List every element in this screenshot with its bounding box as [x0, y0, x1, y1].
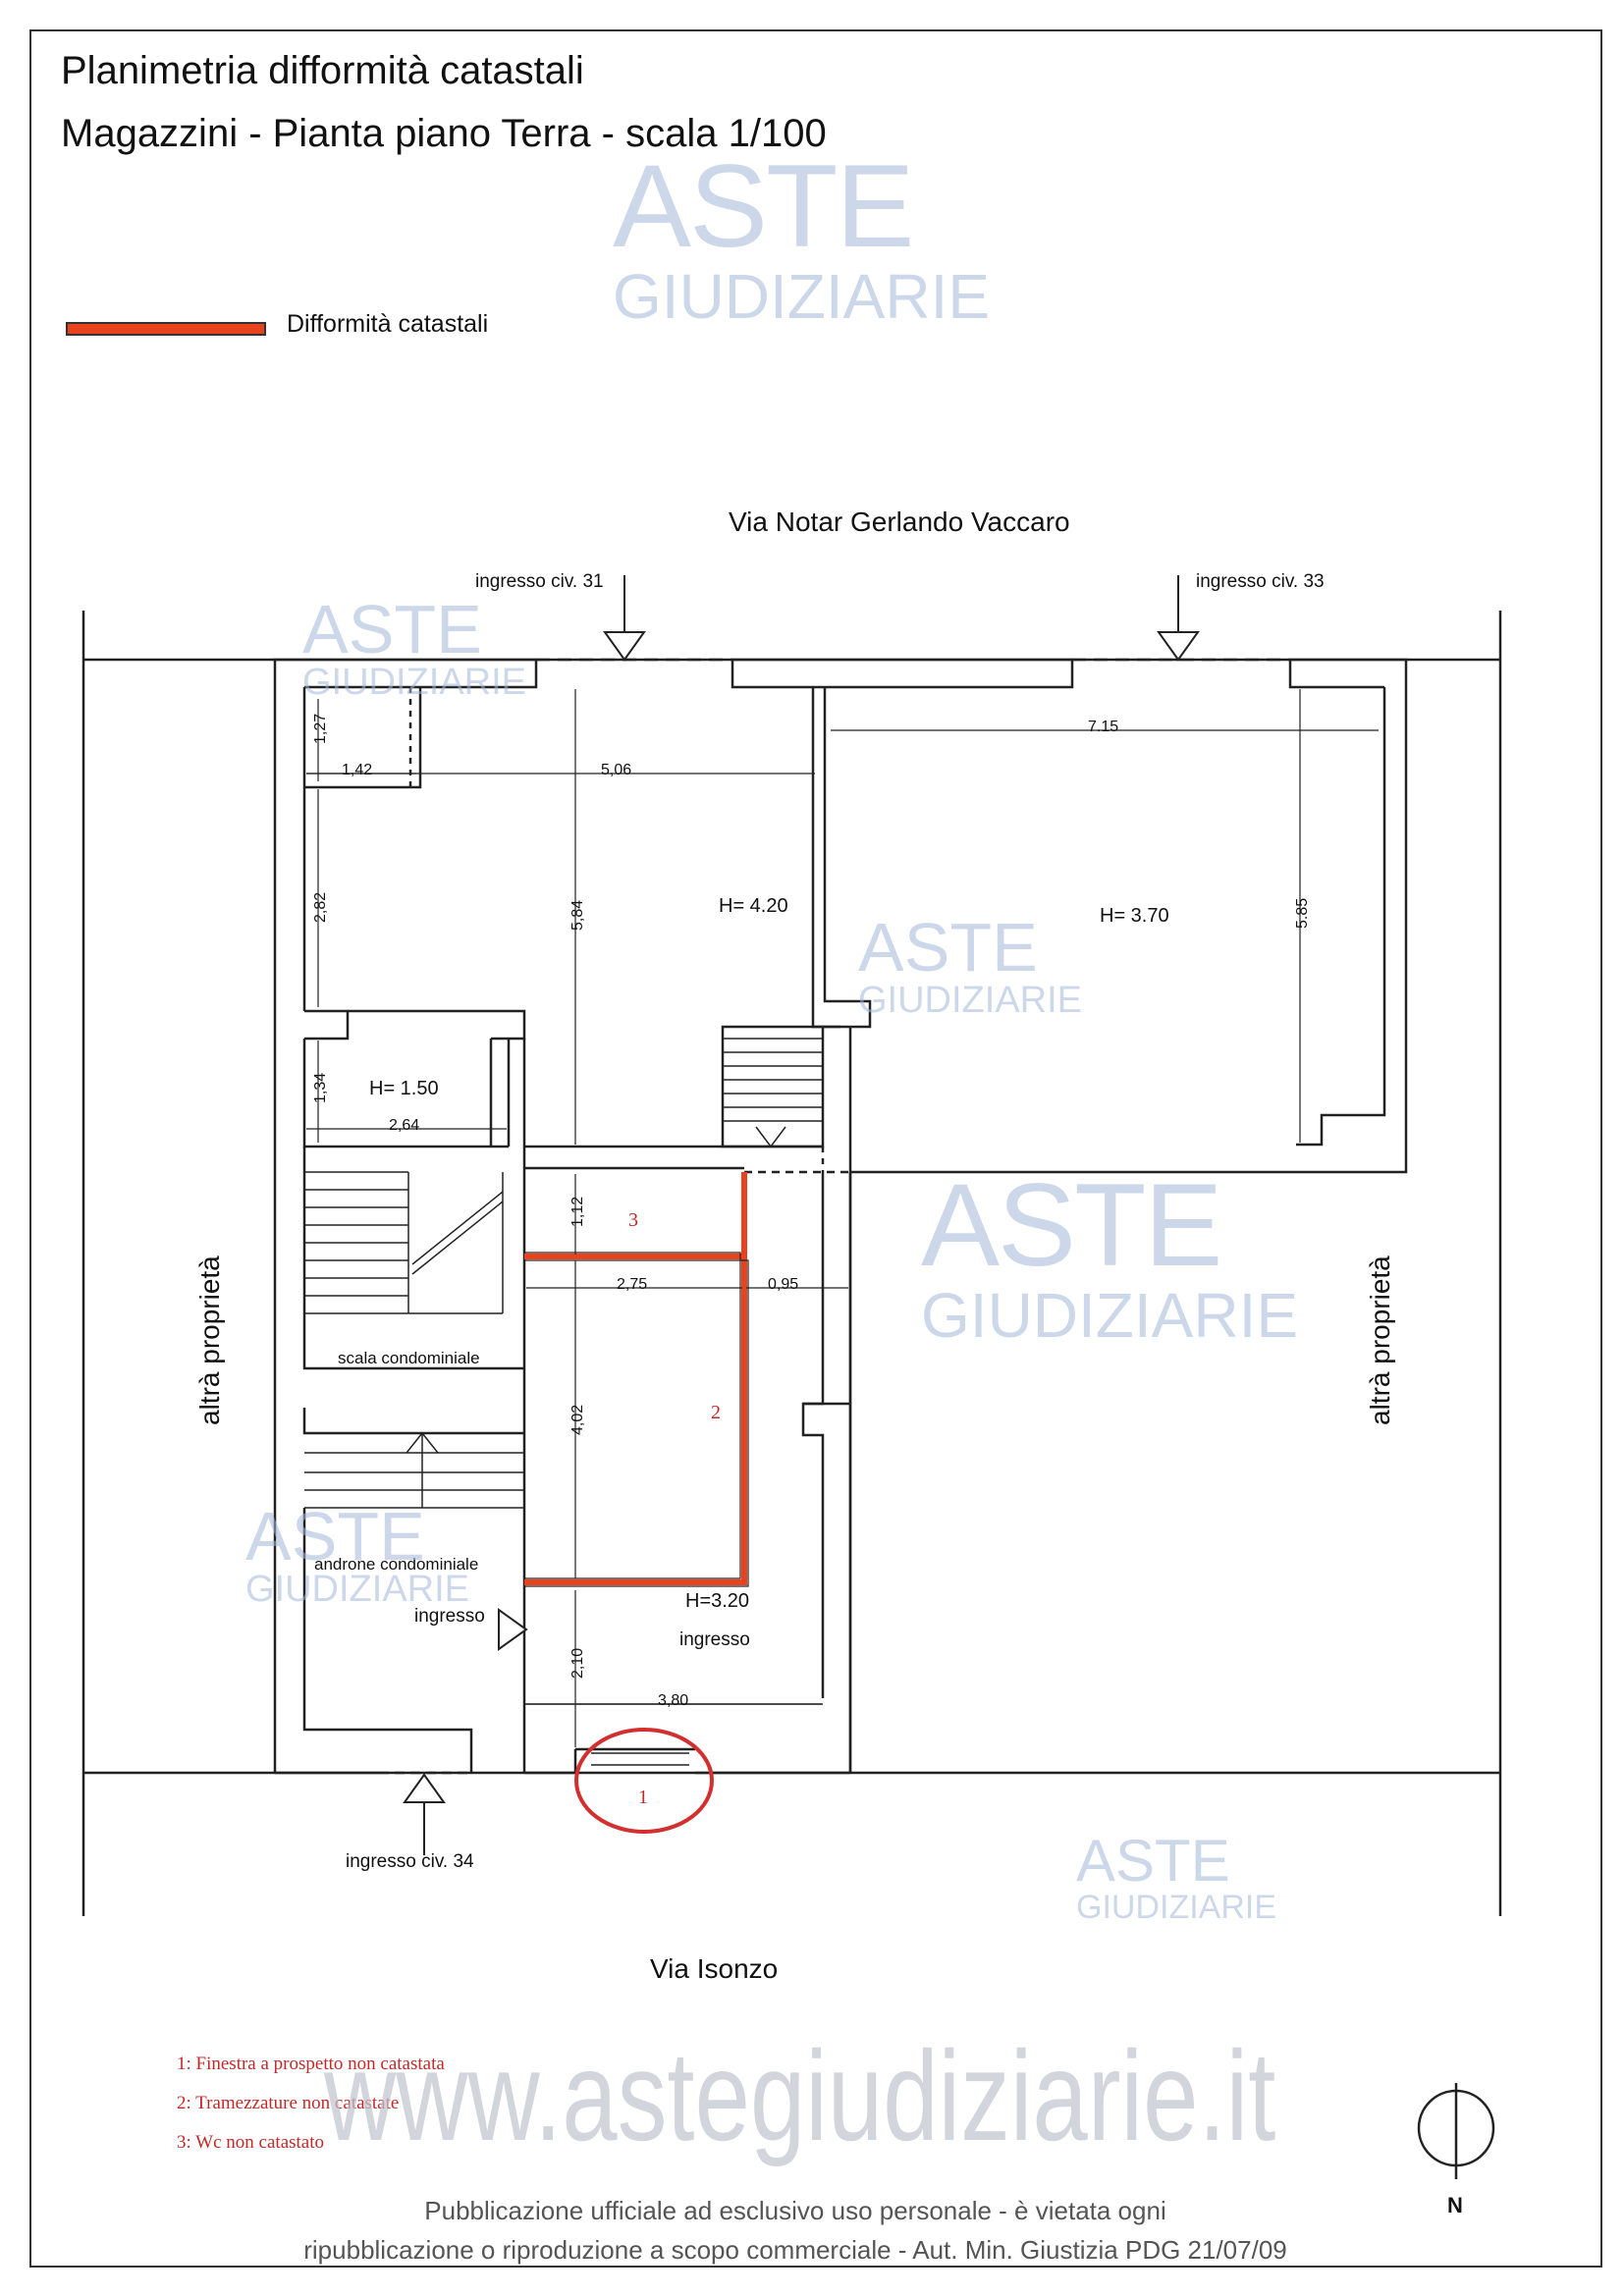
- room-height-east: H= 3.70: [1100, 905, 1169, 927]
- dim-5-84: 5,84: [569, 899, 586, 931]
- label-ingresso-civ33: ingresso civ. 33: [1196, 571, 1325, 592]
- dim-0-95: 0,95: [768, 1276, 799, 1293]
- marker-1: 1: [638, 1787, 648, 1808]
- room-height-main: H= 4.20: [719, 895, 788, 917]
- label-ingresso-civ34: ingresso civ. 34: [346, 1851, 474, 1872]
- dim-3-80: 3,80: [658, 1692, 689, 1709]
- dim-5-06: 5,06: [601, 762, 632, 778]
- dim-2-82: 2,82: [312, 891, 329, 923]
- dim-1-42: 1,42: [342, 762, 373, 778]
- marker-3: 3: [628, 1209, 638, 1231]
- room-label-scala: scala condominiale: [338, 1349, 480, 1367]
- legend-swatch: [66, 322, 266, 336]
- page-border: [29, 29, 1602, 2268]
- dim-2-75: 2,75: [617, 1276, 648, 1293]
- note-3: 3: Wc non catastato: [177, 2132, 325, 2153]
- street-north: Via Notar Gerlando Vaccaro: [729, 507, 1070, 537]
- dim-1-27: 1,27: [312, 713, 329, 744]
- room-height-entry: H=3.20: [685, 1590, 750, 1612]
- dim-1-12: 1,12: [569, 1196, 586, 1227]
- note-1: 1: Finestra a prospetto non catastata: [177, 2054, 445, 2074]
- compass-icon: [1414, 2087, 1498, 2171]
- footer-line-1: Pubblicazione ufficiale ad esclusivo uso…: [424, 2196, 1166, 2225]
- watermark-url: www.astegiudiziarie.it: [324, 2024, 1276, 2167]
- title-line-1: Planimetria difformità catastali: [61, 49, 584, 92]
- legend-label: Difformità catastali: [287, 310, 489, 338]
- dim-1-34: 1,34: [312, 1072, 329, 1103]
- room-height-small: H= 1.50: [369, 1078, 439, 1099]
- room-label-androne: androne condominiale: [314, 1555, 479, 1574]
- marker-2: 2: [711, 1402, 721, 1423]
- label-ingresso-civ31: ingresso civ. 31: [475, 571, 604, 592]
- room-label-ingresso: ingresso: [679, 1629, 750, 1650]
- dim-4-02: 4,02: [569, 1404, 586, 1435]
- dim-2-64: 2,64: [389, 1117, 420, 1134]
- title-line-2: Magazzini - Pianta piano Terra - scala 1…: [61, 112, 827, 155]
- dim-7-15: 7.15: [1088, 719, 1119, 735]
- note-2: 2: Tramezzature non catastate: [177, 2093, 400, 2113]
- label-ingresso-androne: ingresso: [414, 1606, 485, 1627]
- street-south: Via Isonzo: [650, 1953, 779, 1984]
- compass-label: N: [1447, 2193, 1463, 2217]
- footer-line-2: ripubblicazione o riproduzione a scopo c…: [303, 2235, 1287, 2265]
- dim-5-85: 5.85: [1294, 897, 1311, 929]
- dim-2-10: 2,10: [569, 1647, 586, 1679]
